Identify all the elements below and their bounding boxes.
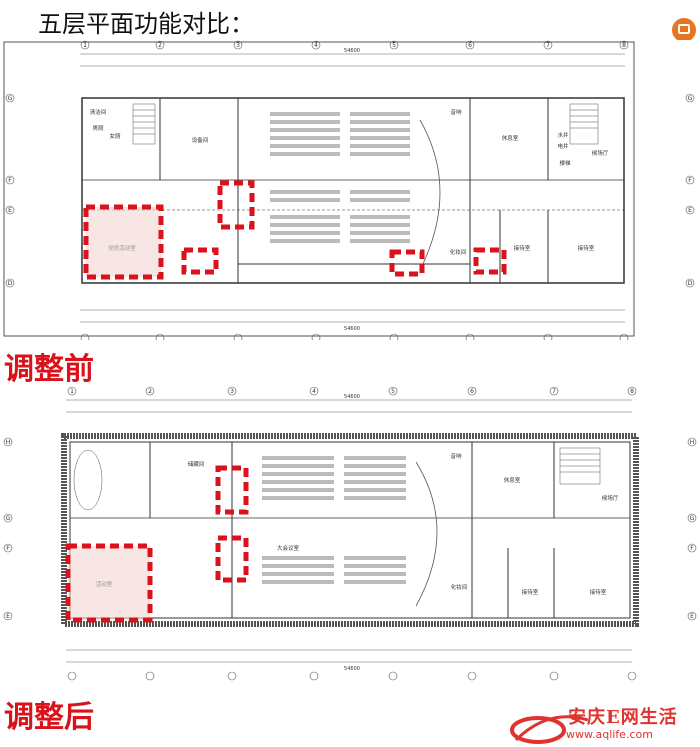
svg-text:8: 8	[622, 42, 626, 49]
svg-text:D: D	[688, 280, 693, 287]
svg-text:水井: 水井	[557, 131, 569, 139]
svg-text:E: E	[8, 207, 12, 214]
svg-text:H: H	[6, 439, 11, 446]
svg-text:D: D	[8, 280, 13, 287]
svg-text:2: 2	[148, 388, 152, 395]
svg-text:54600: 54600	[344, 666, 360, 672]
svg-text:接待室: 接待室	[578, 244, 595, 252]
page-title: 五层平面功能对比：	[38, 10, 254, 38]
svg-text:音响: 音响	[450, 452, 462, 460]
svg-text:7: 7	[552, 388, 556, 395]
svg-text:6: 6	[468, 42, 472, 49]
svg-text:G: G	[6, 515, 11, 522]
svg-text:女厕: 女厕	[109, 132, 121, 140]
svg-text:E: E	[6, 613, 10, 620]
svg-text:G: G	[688, 95, 693, 102]
svg-text:化妆间: 化妆间	[451, 583, 468, 591]
svg-text:休息室: 休息室	[502, 134, 519, 142]
svg-text:2: 2	[158, 42, 162, 49]
svg-text:候场厅: 候场厅	[592, 149, 609, 157]
svg-text:电井: 电井	[557, 142, 569, 150]
svg-text:储藏间: 储藏间	[188, 460, 205, 468]
label-after: 调整后	[4, 700, 94, 735]
svg-text:H: H	[690, 439, 695, 446]
svg-text:F: F	[6, 545, 10, 552]
label-before: 调整前	[4, 352, 94, 387]
svg-text:G: G	[8, 95, 13, 102]
svg-text:3: 3	[230, 388, 234, 395]
watermark-brand: 安庆E网生活	[568, 707, 678, 728]
svg-text:G: G	[690, 515, 695, 522]
svg-text:4: 4	[314, 42, 318, 49]
svg-text:E: E	[690, 613, 694, 620]
svg-text:7: 7	[546, 42, 550, 49]
share-icon[interactable]	[672, 18, 696, 42]
svg-text:接待室: 接待室	[590, 588, 607, 596]
svg-text:清洁间: 清洁间	[90, 108, 107, 116]
svg-text:3: 3	[236, 42, 240, 49]
svg-text:接待室: 接待室	[514, 244, 531, 252]
svg-text:化妆间: 化妆间	[450, 248, 467, 256]
svg-text:54600: 54600	[344, 48, 360, 54]
svg-text:5: 5	[391, 388, 395, 395]
floor-plan-after: 54600 54600 1 2 3 4 5 6 7 8 H G F E H G …	[0, 384, 700, 684]
watermark-logo	[510, 715, 589, 744]
svg-text:1: 1	[70, 388, 74, 395]
svg-text:54600: 54600	[344, 394, 360, 400]
svg-text:E: E	[688, 207, 692, 214]
watermark-url[interactable]: www.aqlife.com	[566, 728, 653, 741]
floor-plan-before: 54600 54600 1 2 3 4 5 6 7 8 G F E D G	[0, 40, 700, 340]
svg-text:音响: 音响	[450, 108, 462, 116]
svg-text:设备间: 设备间	[192, 136, 209, 144]
svg-text:F: F	[688, 177, 692, 184]
svg-text:楼梯: 楼梯	[559, 159, 571, 167]
svg-text:1: 1	[83, 42, 87, 49]
svg-text:候场厅: 候场厅	[602, 494, 619, 502]
svg-text:54600: 54600	[344, 326, 360, 332]
svg-text:8: 8	[630, 388, 634, 395]
svg-text:5: 5	[392, 42, 396, 49]
svg-text:F: F	[8, 177, 12, 184]
svg-text:6: 6	[470, 388, 474, 395]
svg-text:接待室: 接待室	[522, 588, 539, 596]
svg-text:男厕: 男厕	[92, 125, 104, 132]
svg-text:大会议室: 大会议室	[277, 544, 300, 552]
svg-text:休息室: 休息室	[504, 476, 521, 484]
svg-text:F: F	[690, 545, 694, 552]
svg-text:4: 4	[312, 388, 316, 395]
